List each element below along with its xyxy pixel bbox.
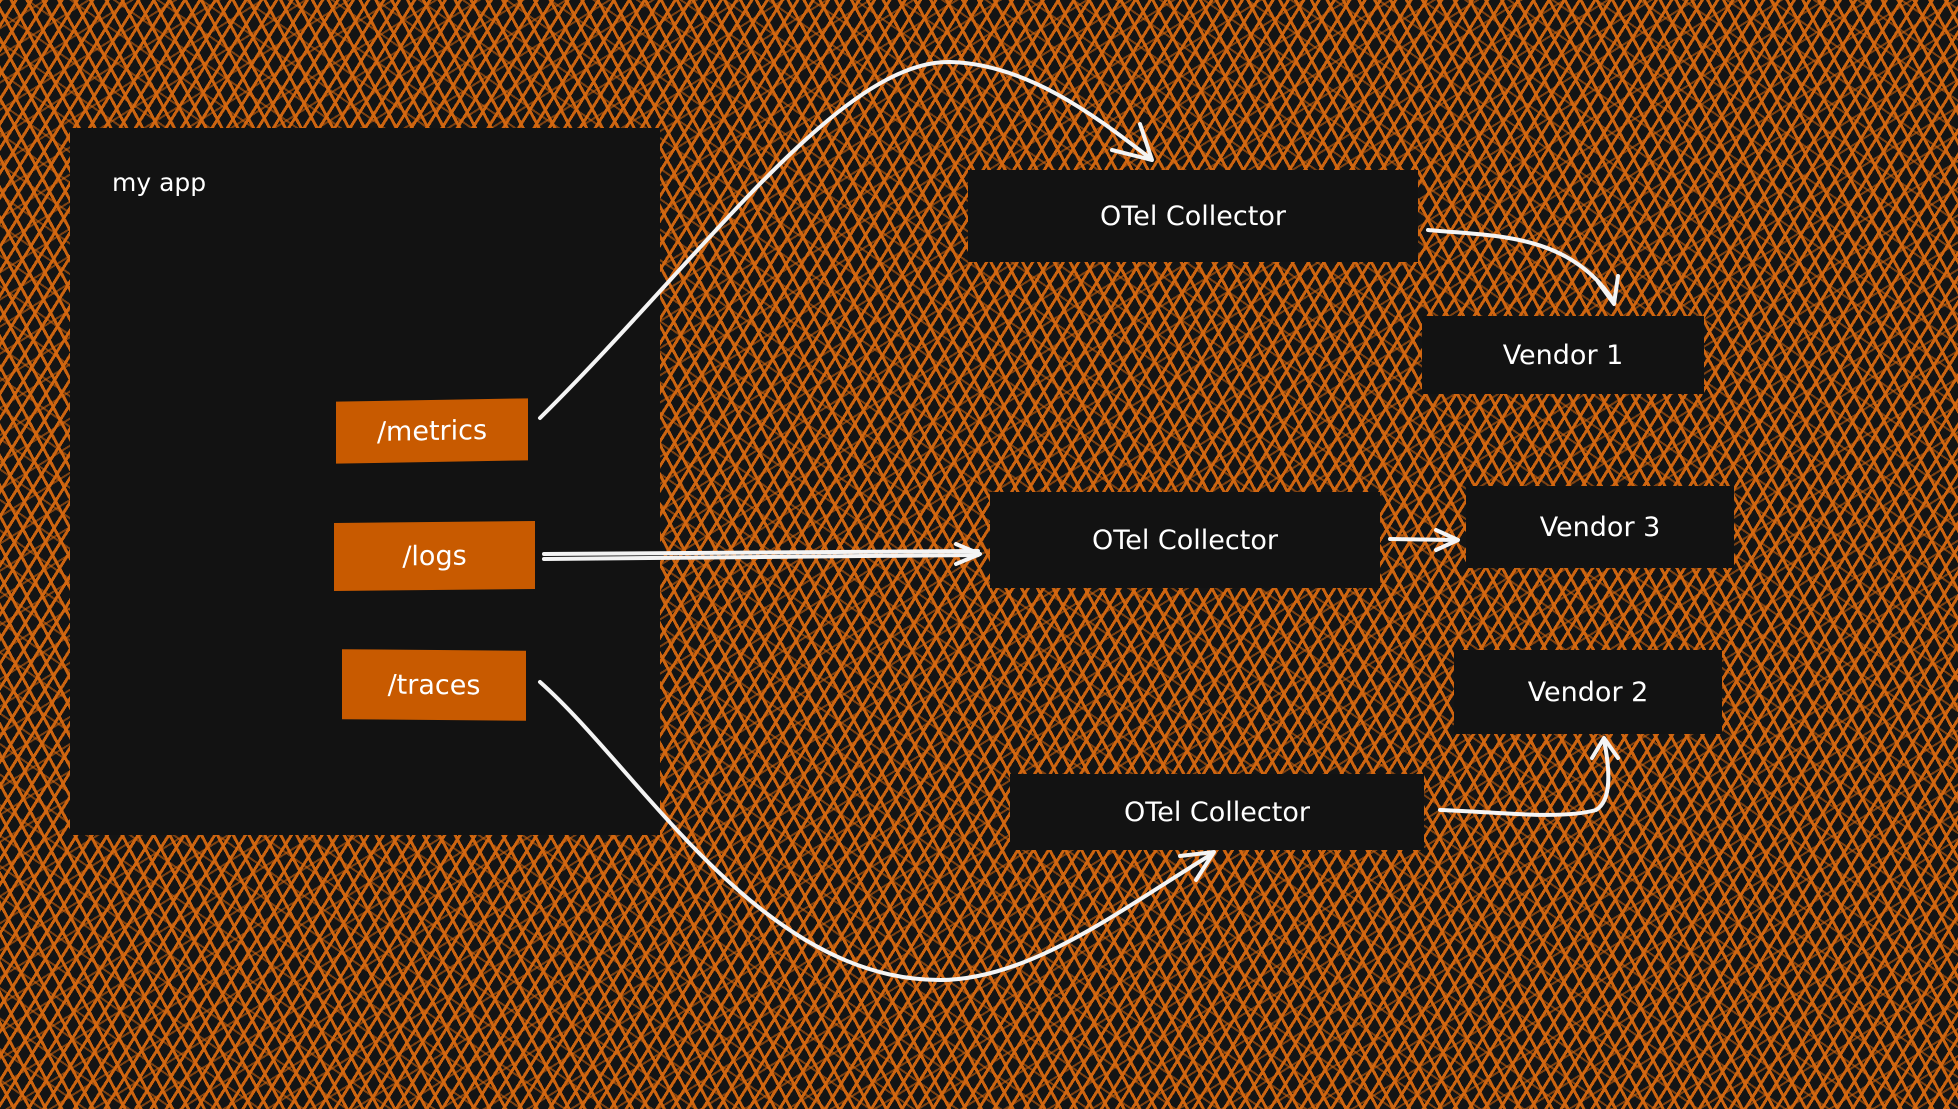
arrow-logs-to-collector-second (542, 549, 980, 556)
vendor-3-label: Vendor 3 (1539, 511, 1661, 543)
vendor-2: Vendor 2 (1454, 650, 1722, 734)
arrow-collector-to-vendor-1 (1426, 228, 1616, 304)
arrow-traces-to-collector (538, 680, 1214, 982)
otel-collector-middle-label: OTel Collector (1092, 524, 1278, 556)
arrow-collector-to-vendor-3 (1388, 537, 1458, 542)
arrow-metrics-to-collector-head (1110, 122, 1154, 162)
arrow-collector-to-vendor-1-head (1596, 274, 1620, 306)
arrow-collector-to-vendor-3-head (1434, 528, 1460, 552)
otel-collector-bottom: OTel Collector (1010, 774, 1424, 850)
arrow-collector-to-vendor-2 (1438, 738, 1611, 817)
vendor-1: Vendor 1 (1422, 316, 1704, 394)
arrow-traces-to-collector-head (1178, 850, 1216, 882)
otel-collector-bottom-label: OTel Collector (1124, 796, 1310, 828)
otel-collector-top: OTel Collector (968, 170, 1418, 262)
vendor-2-label: Vendor 2 (1527, 676, 1649, 708)
otel-collector-top-label: OTel Collector (1100, 200, 1286, 232)
vendor-3: Vendor 3 (1466, 486, 1734, 568)
arrow-logs-to-collector-head (954, 542, 982, 566)
app-title: my app (112, 168, 207, 197)
vendor-1-label: Vendor 1 (1502, 339, 1624, 371)
otel-collector-middle: OTel Collector (990, 492, 1380, 588)
arrow-logs-to-collector (542, 553, 980, 561)
arrow-metrics-to-collector (538, 59, 1152, 420)
arrow-collector-to-vendor-2-head (1590, 736, 1620, 760)
